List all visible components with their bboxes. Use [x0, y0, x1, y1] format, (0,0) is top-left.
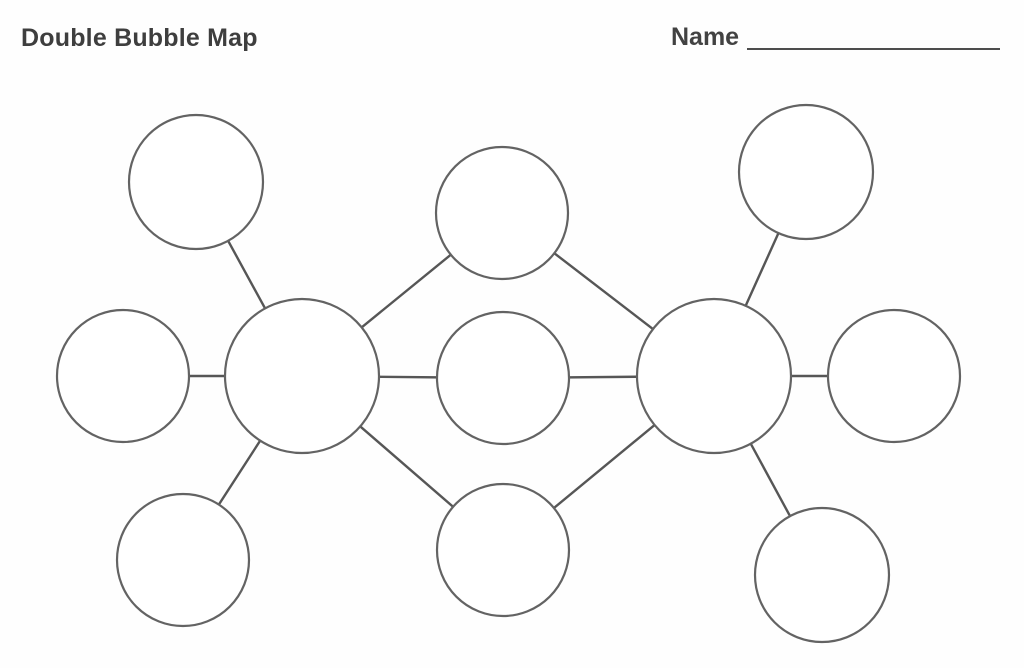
bubble-bottom-middle[interactable] — [435, 482, 571, 618]
page-title: Double Bubble Map — [21, 24, 258, 52]
bubble-center-middle[interactable] — [435, 310, 571, 446]
name-field: Name — [671, 23, 1001, 51]
bubble-top-right[interactable] — [737, 103, 875, 241]
bubble-top-middle[interactable] — [434, 145, 570, 281]
bubble-left-topic[interactable] — [223, 297, 381, 455]
bubble-bottom-right[interactable] — [753, 506, 891, 644]
bubble-bottom-left[interactable] — [115, 492, 251, 628]
name-blank-line[interactable] — [747, 24, 1001, 50]
bubble-right-topic[interactable] — [635, 297, 793, 455]
bubble-mid-left[interactable] — [55, 308, 191, 444]
bubble-top-left[interactable] — [127, 113, 265, 251]
bubble-mid-right[interactable] — [826, 308, 962, 444]
name-label: Name — [671, 23, 740, 51]
